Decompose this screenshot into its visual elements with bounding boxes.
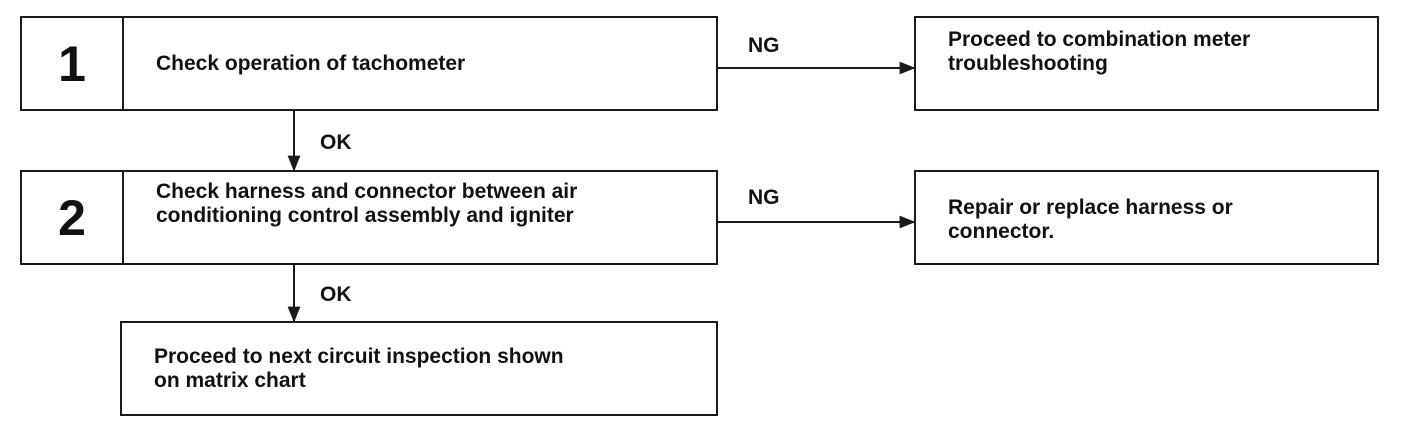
step-2-box: 2 Check harness and connector between ai… [20, 170, 718, 265]
ng-result-1-line-2: troubleshooting [948, 52, 1108, 75]
ng-result-2-line-1: Repair or replace harness or [948, 196, 1233, 219]
step-2-line-2: conditioning control assembly and ignite… [156, 204, 574, 227]
final-result-line-2: on matrix chart [154, 369, 306, 392]
ng-result-1-line-1: Proceed to combination meter [948, 28, 1251, 51]
ng-result-box-1: Proceed to combination meter troubleshoo… [914, 16, 1379, 111]
step-2-text: Check harness and connector between air … [124, 172, 716, 263]
ng-result-box-2: Repair or replace harness or connector. [914, 170, 1379, 265]
ng-result-1-text: Proceed to combination meter troubleshoo… [948, 28, 1250, 76]
ok-label-2: OK [320, 283, 352, 306]
final-result-box: Proceed to next circuit inspection shown… [120, 321, 718, 416]
ng-label-1: NG [748, 34, 780, 57]
ng-result-2-text: Repair or replace harness or connector. [948, 196, 1233, 244]
final-result-line-1: Proceed to next circuit inspection shown [154, 345, 564, 368]
step-2-line-1: Check harness and connector between air [156, 180, 578, 203]
step-1-number: 1 [22, 18, 124, 109]
step-1-box: 1 Check operation of tachometer [20, 16, 718, 111]
ng-label-2: NG [748, 186, 780, 209]
step-1-line-1: Check operation of tachometer [156, 51, 466, 75]
step-2-number: 2 [22, 172, 124, 263]
step-1-text: Check operation of tachometer [124, 18, 716, 109]
ok-label-1: OK [320, 131, 352, 154]
ng-result-2-line-2: connector. [948, 220, 1055, 243]
final-result-text: Proceed to next circuit inspection shown… [154, 345, 564, 393]
